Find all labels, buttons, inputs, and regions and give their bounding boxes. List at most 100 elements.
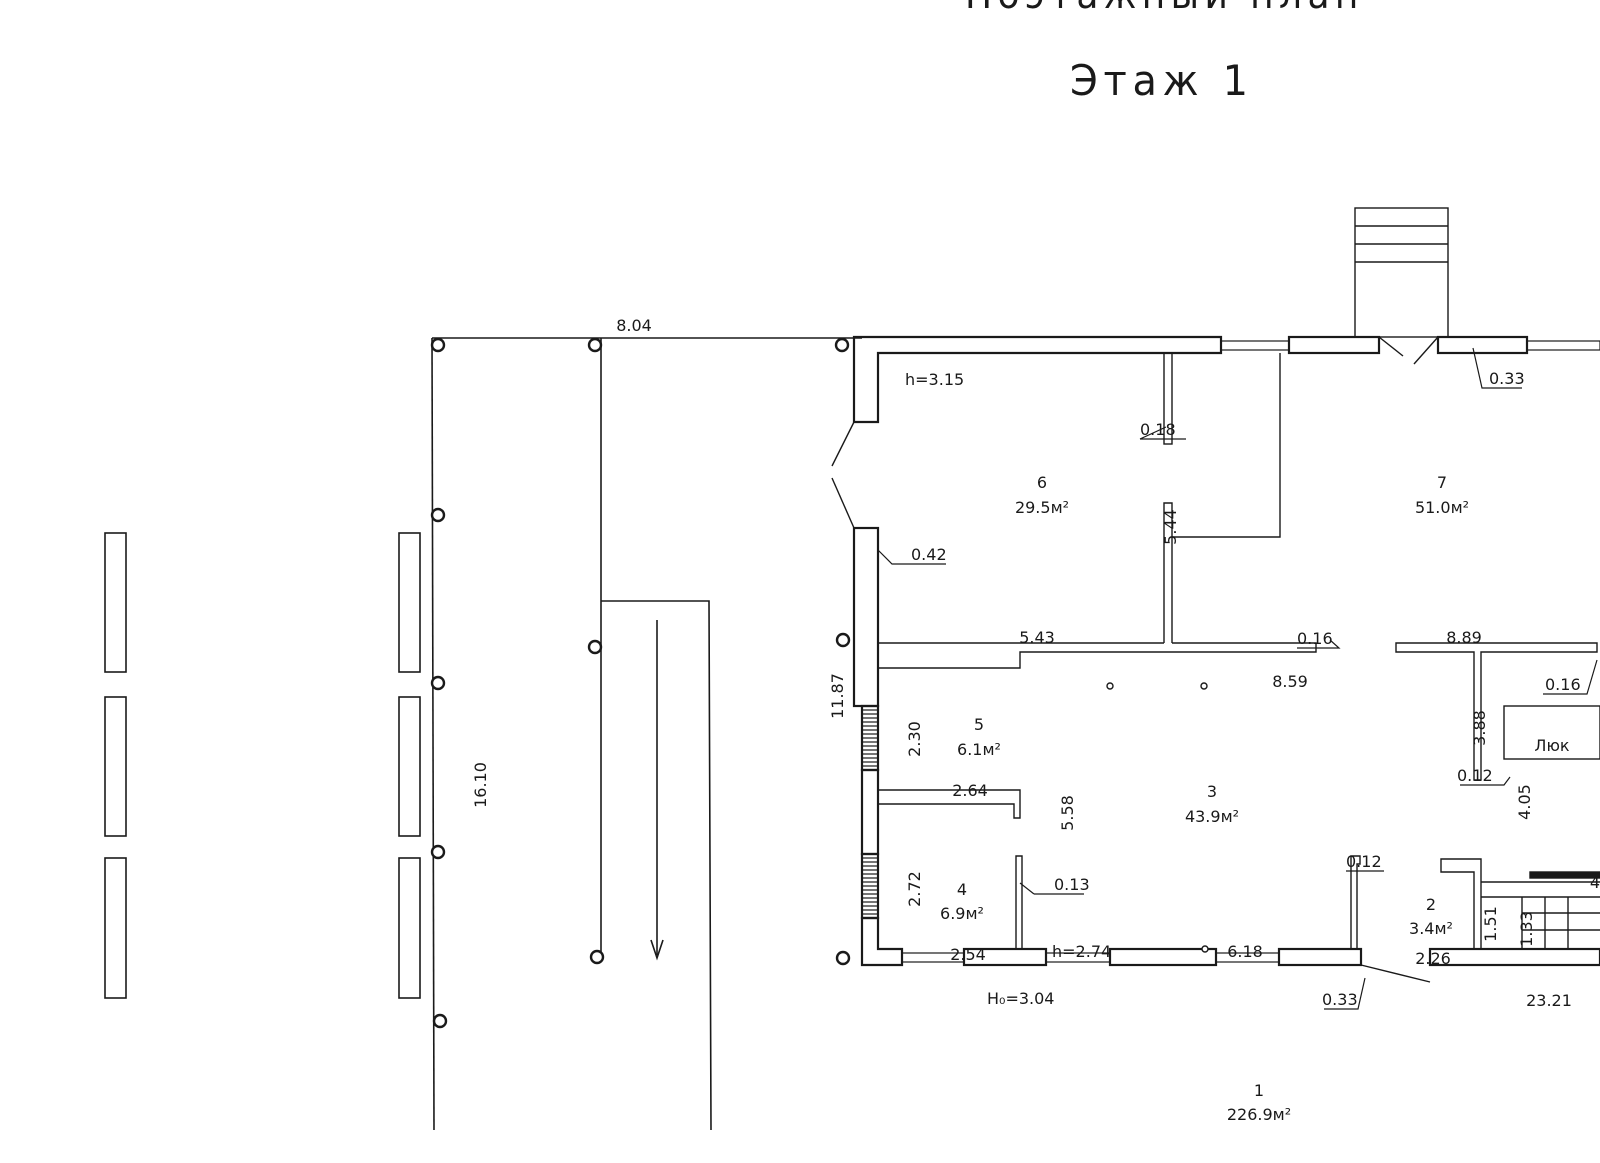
- room-2-number: 2: [1426, 895, 1436, 914]
- floor-title: Этаж 1: [1070, 56, 1254, 105]
- dim-r3-length: 6.18: [1227, 942, 1263, 961]
- partition-room6-7: [1172, 353, 1281, 538]
- parking-bay: [104, 696, 127, 837]
- post-circle: [430, 844, 446, 860]
- dim-overall-length: 23.21: [1526, 991, 1572, 1010]
- dim-r6-partition: 5.44: [1161, 509, 1180, 545]
- dim-corridor-length: 8.59: [1272, 672, 1308, 691]
- thickness-bottom: 0.33: [1322, 990, 1358, 1009]
- top-right-wall: [1436, 335, 1529, 355]
- bottom-wall-2: [1108, 947, 1218, 967]
- left-wall-upper: [852, 526, 880, 708]
- dim-r6-length: 5.43: [1019, 628, 1055, 647]
- room-4-area: 6.9м²: [940, 904, 984, 923]
- post-circle: [430, 337, 446, 353]
- canopy-structure: [431, 337, 862, 1131]
- stair-railing: [1529, 871, 1600, 879]
- room3-columns: [1106, 682, 1209, 953]
- thickness-hatch: 0.12: [1457, 766, 1493, 785]
- post-circle: [587, 639, 603, 655]
- room6-height: h=3.15: [905, 370, 964, 389]
- exterior-walls: [852, 335, 1600, 967]
- post-circle: [834, 337, 850, 353]
- dim-hatch-height: 3.88: [1470, 710, 1489, 746]
- room-6-number: 6: [1037, 473, 1047, 492]
- room-7-area: 51.0м²: [1415, 498, 1469, 517]
- dim-r2-height-b: 1.33: [1517, 911, 1536, 947]
- top-right-window: [1526, 340, 1600, 351]
- hatch-label: Люк: [1534, 736, 1570, 755]
- room-6-area: 29.5м²: [1015, 498, 1069, 517]
- room-2-area: 3.4м²: [1409, 919, 1453, 938]
- door-leaf-top-b: [1413, 336, 1439, 365]
- door-leaf-left-top: [831, 421, 855, 467]
- thickness-corridor: 0.16: [1297, 629, 1333, 648]
- door-leaf-bottom: [1360, 964, 1431, 983]
- canopy-left-line: [431, 337, 435, 1131]
- thickness-right: 0.16: [1545, 675, 1581, 694]
- dim-r2-width: 2.26: [1415, 949, 1451, 968]
- driveway-line: [601, 600, 712, 1131]
- partition-2.64: [878, 789, 1021, 819]
- parking-bay: [104, 532, 127, 673]
- leader-lines: [877, 347, 1598, 1010]
- left-window-lower: [860, 852, 880, 920]
- base-height: H₀=3.04: [987, 989, 1054, 1008]
- dim-hatch-side: 4.05: [1515, 784, 1534, 820]
- dim-canopy-width: 8.04: [616, 316, 652, 335]
- room-5-area: 6.1м²: [957, 740, 1001, 759]
- parking-bays: [104, 532, 421, 999]
- door-leaf-top-a: [1378, 336, 1404, 357]
- parking-bay: [104, 857, 127, 999]
- thickness-0.42: 0.42: [911, 545, 947, 564]
- plan-title: Поэтажный план: [965, 0, 1364, 18]
- post-circle: [430, 507, 446, 523]
- corridor-top-b: [878, 642, 1317, 669]
- room-5-number: 5: [974, 715, 984, 734]
- door-leaf-left-bottom: [831, 477, 855, 529]
- height-labels: h=3.15 h=2.74 H₀=3.04: [905, 370, 1111, 1008]
- post-circle: [432, 1013, 448, 1029]
- room-4-number: 4: [957, 880, 967, 899]
- dim-r2-height-a: 1.51: [1481, 906, 1500, 942]
- direction-arrow-head: [650, 939, 664, 961]
- post-circle: [835, 632, 851, 648]
- hatch-box: [1503, 705, 1600, 760]
- doors: [831, 336, 1439, 983]
- room-7-number: 7: [1437, 473, 1447, 492]
- parking-bay: [398, 857, 421, 999]
- thickness-0.18: 0.18: [1140, 420, 1176, 439]
- post-circle: [587, 337, 603, 353]
- partition-0.18: [1163, 352, 1173, 445]
- post-circle: [430, 675, 446, 691]
- partition-8.89: [1395, 642, 1598, 781]
- room-3-area: 43.9м²: [1185, 807, 1239, 826]
- dim-r4-width: 2.54: [950, 945, 986, 964]
- parking-bay: [398, 696, 421, 837]
- dim-canopy-length: 16.10: [471, 762, 490, 808]
- partition-0.13: [1015, 855, 1023, 949]
- top-wall-segment: [1287, 335, 1381, 355]
- partition-5.44: [1163, 502, 1173, 643]
- entrance-stairs: [1354, 207, 1449, 338]
- dim-r5-height: 2.30: [905, 721, 924, 757]
- top-window: [1220, 340, 1290, 351]
- dim-building-depth: 11.87: [828, 673, 847, 719]
- post-circle: [589, 949, 605, 965]
- canopy-posts: [430, 337, 851, 1029]
- wall-thickness-labels: 0.33 0.18 0.42 0.16 0.16 0.12 0.13 0.12 …: [911, 369, 1581, 1009]
- dim-r5-width: 2.64: [952, 781, 988, 800]
- thickness-0.13: 0.13: [1054, 875, 1090, 894]
- bottom-wall-right: [1428, 947, 1600, 967]
- room4-height: h=2.74: [1052, 942, 1111, 961]
- dim-stair-mark: 4: [1590, 873, 1600, 892]
- room-1-number: 1: [1254, 1081, 1264, 1100]
- dimension-labels: 8.04 23.21 5.43 8.59 8.89 2.64 2.54 6.18…: [616, 316, 1600, 1010]
- dim-r4-partition: 5.58: [1058, 795, 1077, 831]
- interior-partitions: [878, 352, 1600, 949]
- room-3-number: 3: [1207, 782, 1217, 801]
- left-window-upper: [860, 704, 880, 772]
- thickness-top-right: 0.33: [1489, 369, 1525, 388]
- stair-wall: [1440, 858, 1482, 949]
